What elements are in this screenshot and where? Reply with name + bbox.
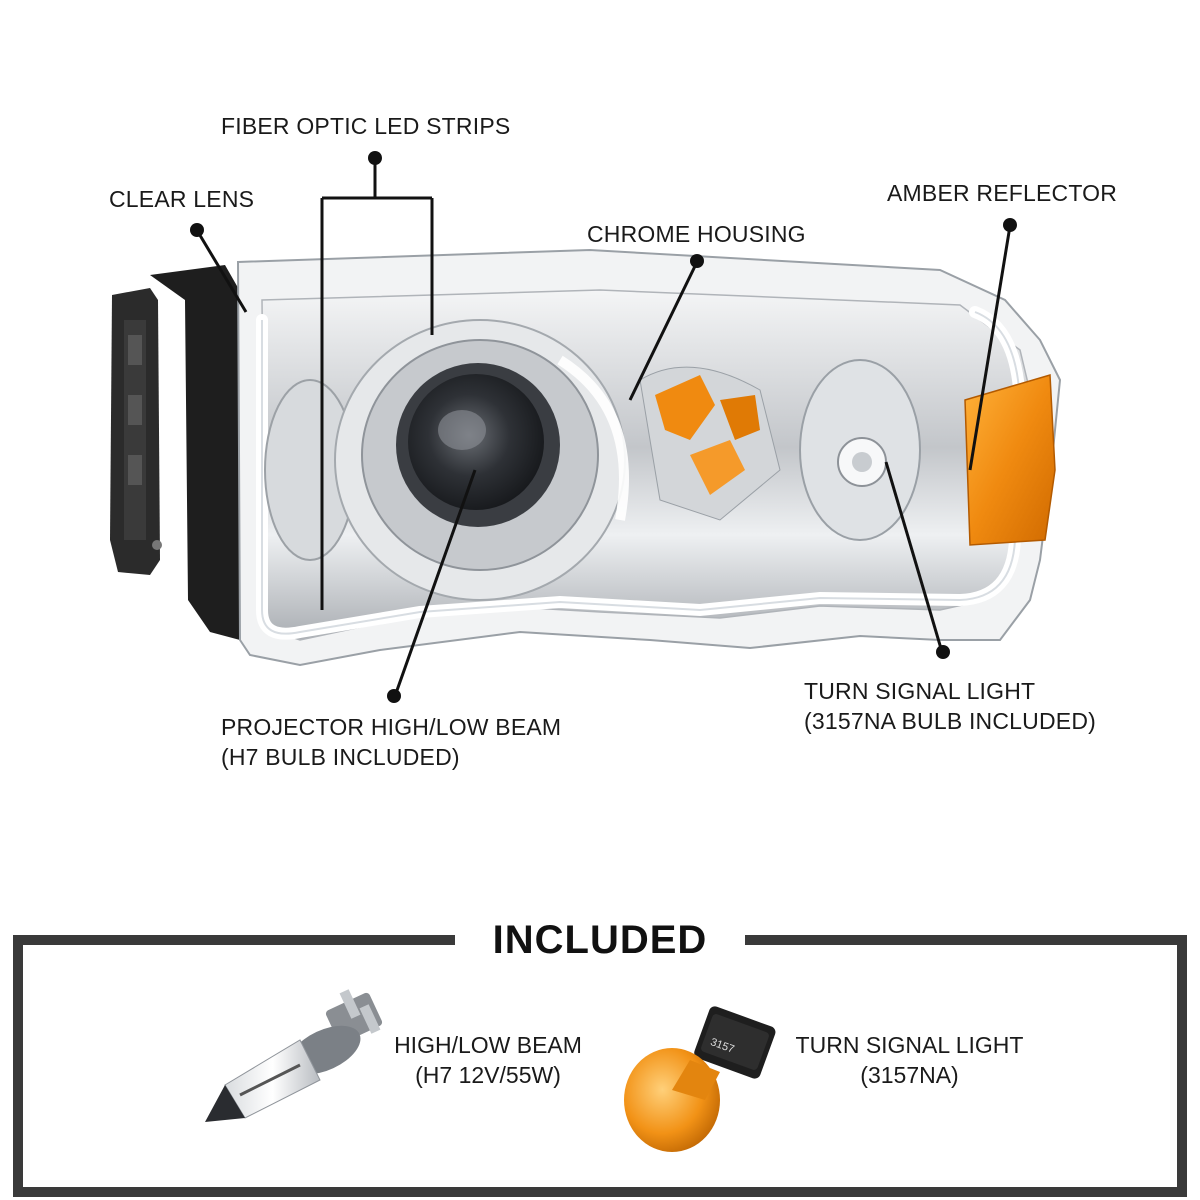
housing-amber-details — [639, 366, 781, 521]
turn-signal-bulb — [799, 359, 921, 541]
included-item-3157: TURN SIGNAL LIGHT (3157NA) — [782, 1030, 1037, 1090]
label-chrome-housing: CHROME HOUSING — [587, 221, 806, 247]
included-item-h7-line1: HIGH/LOW BEAM — [394, 1032, 582, 1058]
label-projector-line2: (H7 BULB INCLUDED) — [221, 744, 460, 770]
included-item-3157-line2: (3157NA) — [860, 1062, 959, 1088]
mounting-bracket — [110, 265, 245, 640]
included-item-h7: HIGH/LOW BEAM (H7 12V/55W) — [383, 1030, 593, 1090]
leader-lines — [196, 160, 1012, 697]
label-turn-signal-line1: TURN SIGNAL LIGHT — [804, 678, 1036, 704]
3157-bulb-icon — [624, 1006, 776, 1152]
projector-assembly — [264, 319, 629, 601]
label-turn-signal: TURN SIGNAL LIGHT (3157NA BULB INCLUDED) — [804, 676, 1096, 736]
h7-bulb-icon — [205, 989, 383, 1122]
label-amber-reflector: AMBER REFLECTOR — [887, 180, 1118, 206]
included-title: INCLUDED — [492, 918, 708, 962]
label-turn-signal-line2: (3157NA BULB INCLUDED) — [804, 708, 1097, 734]
included-item-3157-line1: TURN SIGNAL LIGHT — [795, 1032, 1024, 1058]
label-projector-line1: PROJECTOR HIGH/LOW BEAM — [221, 714, 562, 740]
label-projector: PROJECTOR HIGH/LOW BEAM (H7 BULB INCLUDE… — [221, 712, 561, 772]
included-item-h7-line2: (H7 12V/55W) — [415, 1062, 561, 1088]
label-fiber-optic: FIBER OPTIC LED STRIPS — [221, 113, 511, 139]
leader-dots — [190, 151, 1017, 703]
included-frame — [13, 935, 1187, 1197]
label-clear-lens: CLEAR LENS — [109, 186, 255, 212]
amber-reflector — [964, 374, 1056, 546]
